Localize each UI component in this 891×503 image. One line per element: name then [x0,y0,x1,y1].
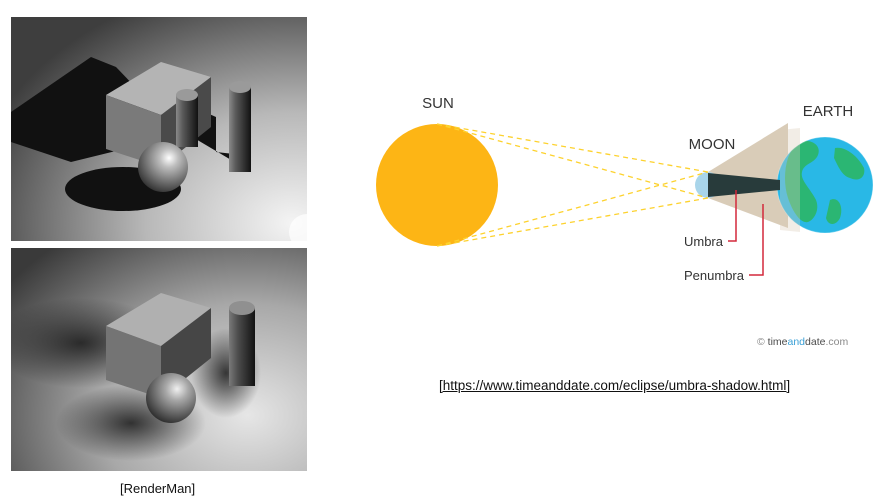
umbra-pointer [728,190,737,242]
umbra-label: Umbra [684,234,724,249]
hard-shadow-render [11,17,307,241]
sphere-soft [146,373,196,423]
source-link[interactable]: [https://www.timeanddate.com/eclipse/umb… [439,378,791,393]
moon-label: MOON [689,136,736,153]
eclipse-diagram: SUN MOON EARTH Umbra Penumbra © timeandd… [376,95,874,348]
sun-label: SUN [422,95,454,112]
cube-top [106,62,211,115]
timeanddate-credit: © timeanddate.com [757,336,848,348]
umbra-region [708,173,780,197]
penumbra-label: Penumbra [684,268,745,283]
renderman-caption: [RenderMan] [120,481,196,496]
penumbra-region [708,123,788,228]
cube-top-soft [106,293,211,346]
sphere [138,142,188,192]
soft-shadow-render [11,248,307,471]
earth-label: EARTH [803,103,854,120]
sun [376,124,498,246]
penumbra-pointer [749,204,764,276]
sunlight-rays [436,123,709,247]
earth [776,136,874,234]
